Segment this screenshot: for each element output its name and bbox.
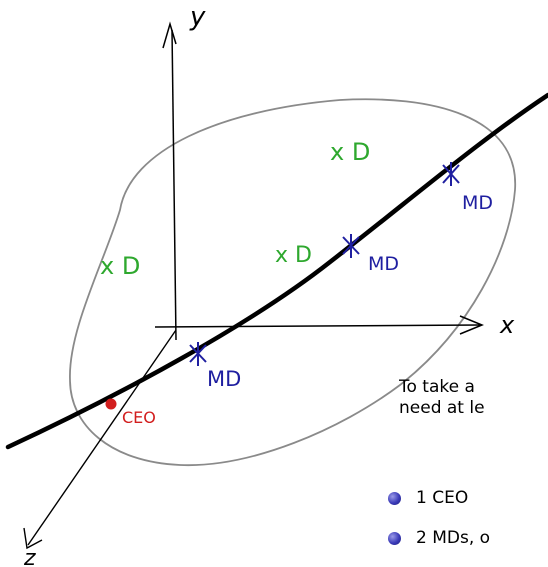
green-point-label: x D [330,138,370,166]
ceo-point [105,398,117,410]
md-marker [342,234,360,258]
z-axis-arrowhead [23,527,43,550]
y-axis-label: y [189,2,206,32]
md-marker [442,162,460,186]
principal-line [5,92,548,450]
caption-line: need at le [399,398,485,418]
z-axis-label: z [23,546,36,567]
x-axis-label: x [499,311,515,339]
md-label: MD [207,367,241,391]
y-axis-arrowhead [162,21,177,49]
md-marker [189,342,207,366]
ceo-label: CEO [122,408,156,427]
green-point-label: x D [100,252,140,280]
caption-text: To take a need at le [399,377,548,419]
x-axis-line [154,324,481,328]
md-label: MD [368,253,399,275]
z-axis-line [27,329,177,546]
green-point-label: x D [275,243,312,268]
y-axis-line [171,29,177,341]
caption-line: To take a [399,377,475,397]
x-axis-arrowhead [459,315,484,335]
md-label: MD [462,192,493,214]
set-boundary-blob [69,98,516,466]
